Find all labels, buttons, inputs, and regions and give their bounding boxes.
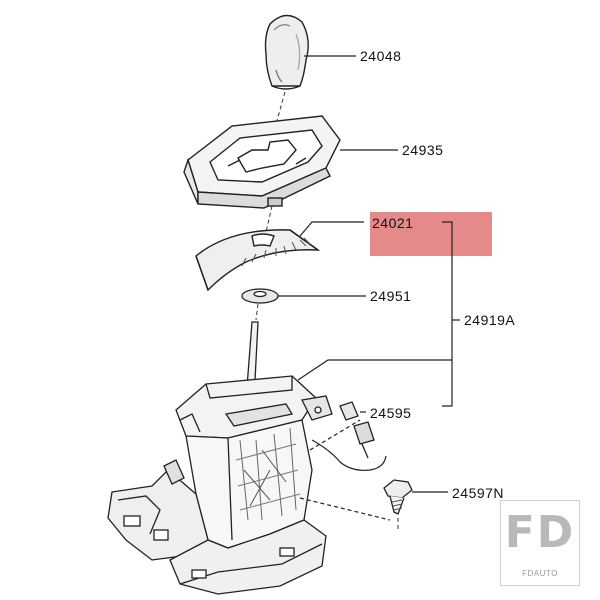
bolt [383,479,413,515]
indicator-panel [183,115,341,209]
connector [311,401,387,471]
part-highlight [370,212,492,256]
label-24595: 24595 [370,405,411,421]
brand-logo: FD FDAUTO [500,500,580,586]
slide-cover [195,229,321,292]
logo-letters: FD [504,507,576,558]
label-24935: 24935 [402,142,443,158]
leader-lines [278,55,460,521]
label-24021: 24021 [372,215,413,231]
logo-subtext: FDAUTO [522,569,558,578]
label-24597N: 24597N [452,485,504,501]
label-24048: 24048 [360,48,401,64]
plate [241,288,279,304]
shift-knob [264,14,309,90]
label-24951: 24951 [370,288,411,304]
label-24919A: 24919A [464,312,515,328]
shifter-base [107,375,333,595]
